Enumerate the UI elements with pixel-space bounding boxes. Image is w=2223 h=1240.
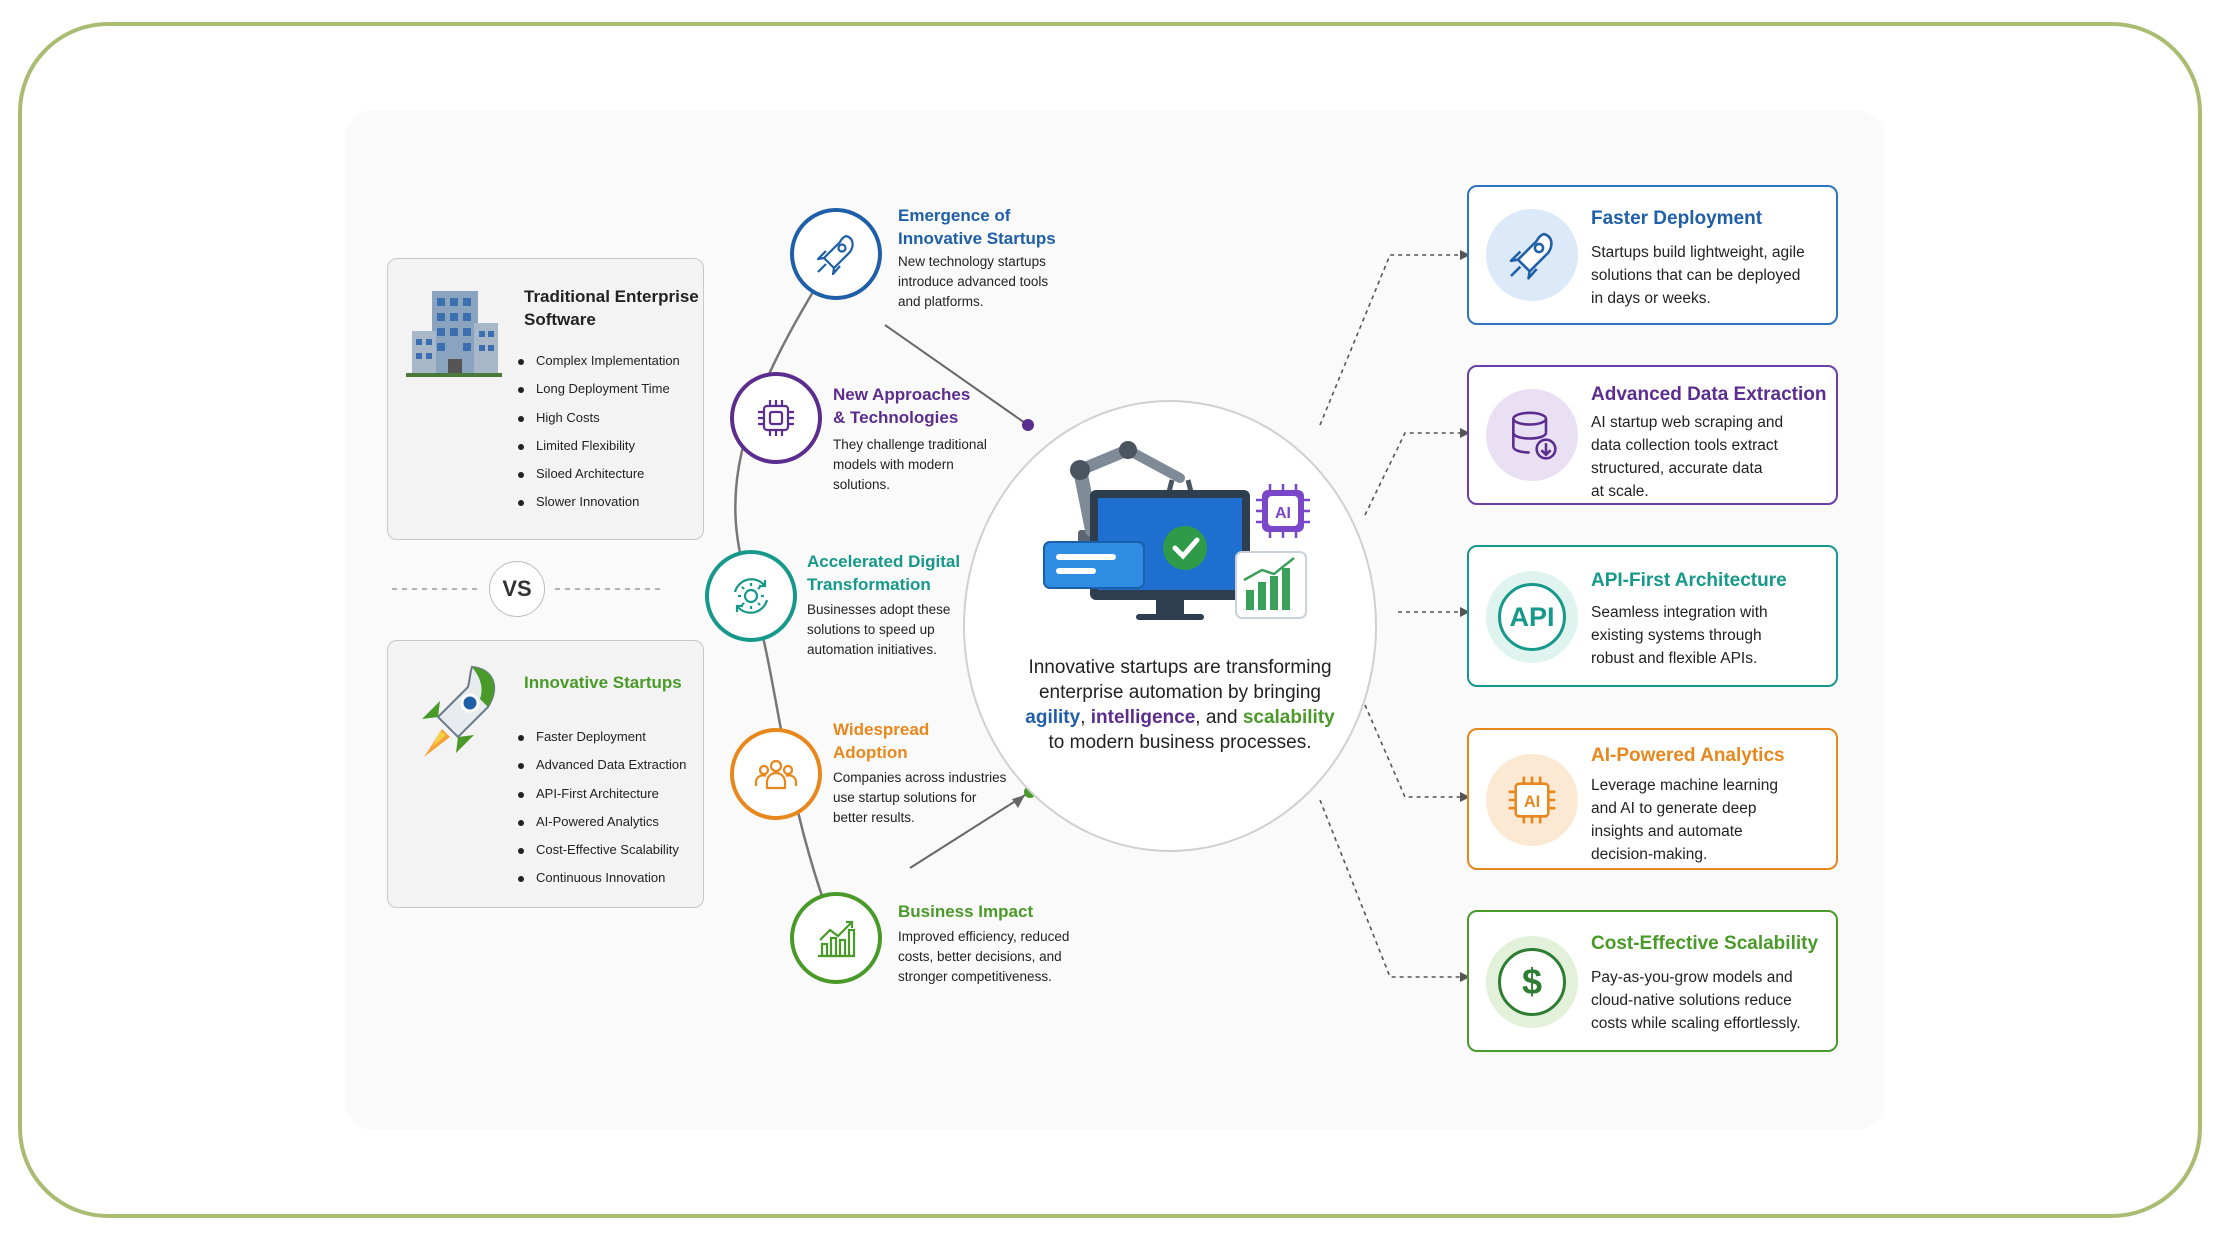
chip-icon <box>758 400 794 436</box>
message-card-icon <box>1043 541 1145 589</box>
list-item: Slower Innovation <box>518 488 680 516</box>
innovative-startups-card: Innovative Startups Faster Deployment Ad… <box>387 640 704 908</box>
feature-card-faster-deployment: Faster Deployment Startups build lightwe… <box>1467 185 1838 325</box>
connector-dot-purple <box>1022 419 1034 431</box>
list-item: Limited Flexibility <box>518 432 680 460</box>
feature-icon-bg <box>1486 389 1578 481</box>
step-transformation-circle <box>705 550 797 642</box>
list-item: High Costs <box>518 404 680 432</box>
traditional-list: Complex Implementation Long Deployment T… <box>518 347 680 517</box>
connector-2 <box>1364 432 1462 516</box>
connector-5 <box>1319 799 1462 978</box>
svg-text:AI: AI <box>1275 505 1291 522</box>
ai-chip-icon: AI <box>1508 776 1556 824</box>
feature-card-scalability: $ Cost-Effective Scalability Pay-as-you-… <box>1467 910 1838 1052</box>
arrow-top-to-center <box>884 324 1026 424</box>
list-item: Siloed Architecture <box>518 460 680 488</box>
gear-cycle-icon <box>733 578 769 614</box>
center-statement: Innovative startups are transforming ent… <box>1025 657 1335 753</box>
feature-title: AI-Powered Analytics <box>1591 745 1785 766</box>
list-item: Continuous Innovation <box>518 864 686 892</box>
feature-icon-bg: AI <box>1486 754 1578 846</box>
outer-frame <box>18 22 2202 1218</box>
feature-title: Faster Deployment <box>1591 208 1763 229</box>
step-impact-circle <box>790 892 882 984</box>
rocket-icon <box>422 665 496 757</box>
list-item: Advanced Data Extraction <box>518 751 686 779</box>
connector-4 <box>1364 704 1462 798</box>
automation-illustration: AI <box>1043 441 1310 620</box>
rocket-icon <box>1509 232 1553 280</box>
feature-icon-bg: $ <box>1486 936 1578 1028</box>
api-icon: API <box>1498 583 1566 651</box>
feature-title: Cost-Effective Scalability <box>1591 933 1819 954</box>
step-impact-title: Business Impact <box>898 902 1034 921</box>
feature-title: API-First Architecture <box>1591 570 1787 591</box>
arrow-bottom-to-center <box>909 794 1026 869</box>
list-item: Long Deployment Time <box>518 375 680 403</box>
word-intelligence: intelligence <box>1090 707 1196 728</box>
list-item: API-First Architecture <box>518 780 686 808</box>
rocket-icon <box>816 234 854 276</box>
traditional-title: Traditional Enterprise Software <box>524 287 699 329</box>
list-item: Complex Implementation <box>518 347 680 375</box>
word-agility: agility <box>1025 707 1081 728</box>
feature-title: Advanced Data Extraction <box>1591 384 1827 405</box>
feature-card-data-extraction: Advanced Data Extraction AI startup web … <box>1467 365 1838 505</box>
list-item: AI-Powered Analytics <box>518 808 686 836</box>
feature-icon-bg <box>1486 209 1578 301</box>
svg-text:AI: AI <box>1524 793 1540 811</box>
list-item: Faster Deployment <box>518 723 686 751</box>
feature-card-api-first: API API-First Architecture Seamless inte… <box>1467 545 1838 687</box>
connector-1 <box>1319 254 1462 426</box>
database-download-icon <box>1512 411 1557 460</box>
traditional-software-card: Traditional Enterprise Software Complex … <box>387 258 704 540</box>
startups-title: Innovative Startups <box>524 673 682 692</box>
list-item: Cost-Effective Scalability <box>518 836 686 864</box>
office-building-icon <box>406 291 502 377</box>
people-icon <box>754 759 798 790</box>
step-adoption-circle <box>730 728 822 820</box>
ai-chip-icon: AI <box>1256 484 1310 538</box>
step-approaches-title: New Approaches& Technologies <box>833 385 971 427</box>
analytics-card-icon <box>1235 551 1307 619</box>
growth-chart-icon <box>818 920 856 958</box>
feature-icon-bg: API <box>1486 571 1578 663</box>
vs-badge: VS <box>489 561 545 617</box>
feature-card-ai-analytics: AI AI-Powered Analytics Leverage machine… <box>1467 728 1838 870</box>
dollar-icon: $ <box>1498 948 1566 1016</box>
step-emergence-circle <box>790 208 882 300</box>
word-scalability: scalability <box>1242 707 1335 728</box>
startups-list: Faster Deployment Advanced Data Extracti… <box>518 723 686 893</box>
step-approaches-circle <box>730 372 822 464</box>
